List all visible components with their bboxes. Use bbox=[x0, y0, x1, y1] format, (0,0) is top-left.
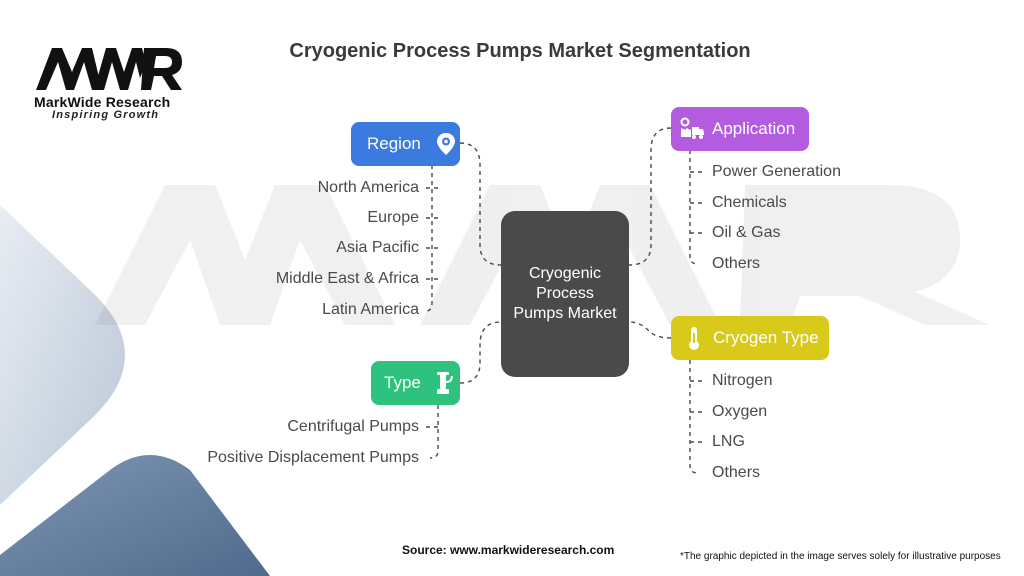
disclaimer-note: *The graphic depicted in the image serve… bbox=[680, 551, 1001, 562]
cryogen-item: Nitrogen bbox=[712, 372, 773, 389]
cryogen-item: LNG bbox=[712, 433, 745, 450]
location-gear-icon bbox=[433, 131, 459, 157]
application-item: Chemicals bbox=[712, 194, 787, 211]
logo-name: MarkWide Research bbox=[34, 94, 171, 110]
cryogen-item: Others bbox=[712, 464, 761, 481]
application-item: Oil & Gas bbox=[712, 224, 781, 241]
category-application: Application bbox=[671, 107, 809, 151]
decor-shape-light bbox=[0, 205, 125, 505]
category-cryogen-type: Cryogen Type bbox=[671, 316, 829, 360]
category-type-label: Type bbox=[384, 373, 421, 392]
type-item: Positive Displacement Pumps bbox=[207, 449, 419, 466]
bracket-cryogen bbox=[689, 360, 699, 474]
connector-cryogen bbox=[628, 321, 672, 339]
connector-application bbox=[628, 127, 672, 266]
watermark-logo bbox=[95, 185, 990, 325]
region-item: Asia Pacific bbox=[336, 239, 419, 256]
application-item: Others bbox=[712, 255, 761, 272]
bracket-type bbox=[429, 405, 439, 459]
source-text: Source: www.markwideresearch.com bbox=[402, 543, 615, 557]
category-region-label: Region bbox=[367, 134, 421, 153]
bracket-application bbox=[689, 150, 699, 265]
thermometer-icon bbox=[681, 325, 707, 351]
bracket-region bbox=[425, 165, 433, 312]
type-item: Centrifugal Pumps bbox=[287, 418, 419, 435]
region-item: Latin America bbox=[322, 301, 419, 318]
center-node: Cryogenic Process Pumps Market bbox=[501, 211, 629, 377]
region-item: Europe bbox=[367, 209, 419, 226]
category-region: Region bbox=[351, 122, 460, 166]
region-item: Middle East & Africa bbox=[275, 270, 419, 287]
cryogen-item: Oxygen bbox=[712, 403, 768, 420]
category-application-label: Application bbox=[712, 119, 796, 138]
pump-icon bbox=[431, 370, 457, 396]
center-node-label: Cryogenic Process Pumps Market bbox=[513, 265, 617, 322]
logo-mark bbox=[36, 48, 182, 90]
connector-type bbox=[459, 321, 502, 384]
application-item: Power Generation bbox=[712, 163, 841, 180]
decor-shape-dark bbox=[0, 455, 270, 576]
page-title: Cryogenic Process Pumps Market Segmentat… bbox=[289, 40, 751, 62]
logo-tagline: Inspiring Growth bbox=[52, 109, 160, 121]
connector-lines bbox=[425, 127, 703, 474]
region-item: North America bbox=[317, 179, 419, 196]
factory-truck-icon bbox=[679, 116, 705, 142]
category-cryogen-type-label: Cryogen Type bbox=[713, 328, 819, 347]
category-type: Type bbox=[371, 361, 460, 405]
connector-region bbox=[459, 142, 502, 266]
